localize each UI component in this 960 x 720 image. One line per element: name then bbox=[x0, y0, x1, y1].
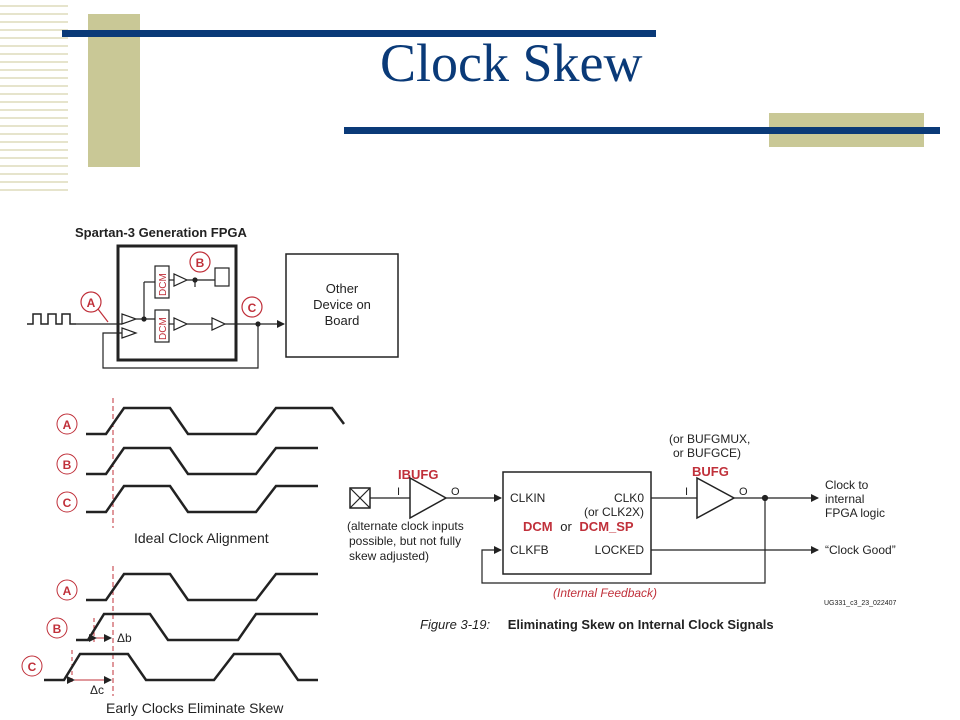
early-row-c-circle bbox=[21, 655, 43, 677]
node-c-label: C bbox=[248, 301, 257, 315]
dcm-locked: LOCKED bbox=[595, 543, 645, 557]
top-rule bbox=[62, 30, 656, 37]
ideal-caption: Ideal Clock Alignment bbox=[134, 530, 269, 546]
alt-inputs-line-1: (alternate clock inputs bbox=[347, 519, 464, 533]
input-buffer-bottom-icon bbox=[121, 327, 138, 339]
other-device-line-3: Board bbox=[325, 313, 360, 328]
dcm-title: DCM or DCM_SP bbox=[523, 519, 634, 534]
other-device-box bbox=[285, 253, 399, 358]
slide-decoration bbox=[0, 5, 940, 191]
node-b-circle bbox=[189, 251, 211, 273]
dcm-title-dcm-sp: DCM_SP bbox=[579, 519, 634, 534]
node-b-label: B bbox=[196, 256, 205, 270]
timing-ideal: A B C Ideal Clock Alignment bbox=[56, 398, 345, 546]
bufg-pin-o: O bbox=[739, 486, 748, 498]
early-waveform-b bbox=[76, 612, 318, 642]
bufg-alt-line-1: (or BUFGMUX, bbox=[669, 432, 750, 446]
dcm-upper-buffer-icon bbox=[173, 273, 189, 287]
ideal-waveform-b bbox=[86, 446, 318, 476]
node-c-circle bbox=[241, 296, 263, 318]
dcm-clkin: CLKIN bbox=[510, 491, 545, 505]
dcm-title-dcm: DCM bbox=[523, 519, 553, 534]
timing-early: A B Δb C Δc Early Clocks Eliminate Skew bbox=[21, 566, 318, 716]
ideal-row-b-label: B bbox=[63, 458, 72, 472]
bufg-buffer-icon bbox=[696, 476, 736, 520]
early-row-a-circle bbox=[56, 579, 78, 601]
node-a-pointer bbox=[97, 308, 109, 323]
ideal-waveform-c bbox=[86, 484, 318, 514]
flip-flop-b bbox=[214, 267, 230, 287]
alt-inputs-line-2: possible, but not fully bbox=[349, 534, 461, 548]
node-a-circle bbox=[80, 291, 102, 313]
internal-feedback-label: (Internal Feedback) bbox=[553, 586, 657, 600]
clock-out-line-1: Clock to bbox=[825, 478, 869, 492]
early-waveform-a bbox=[86, 572, 318, 602]
delta-c-label: Δc bbox=[90, 683, 104, 697]
ideal-waveform-a bbox=[86, 406, 345, 436]
clock-out-line-2: internal bbox=[825, 492, 864, 506]
early-caption: Early Clocks Eliminate Skew bbox=[106, 700, 284, 716]
ideal-row-c-circle bbox=[56, 491, 78, 513]
input-buffer-top-icon bbox=[121, 313, 138, 325]
fpga-block-diagram: Spartan-3 Generation FPGA A DCM bbox=[27, 225, 399, 369]
figure-caption: Figure 3-19: Eliminating Skew on Interna… bbox=[420, 617, 774, 632]
ideal-row-b-circle bbox=[56, 453, 78, 475]
dcm-lower-label: DCM bbox=[158, 317, 169, 340]
other-device-line-1: Other bbox=[326, 281, 359, 296]
ideal-row-c-label: C bbox=[63, 496, 72, 510]
striped-corner-pattern bbox=[0, 5, 68, 191]
accent-block-left bbox=[88, 14, 140, 167]
dcm-block bbox=[502, 471, 652, 575]
delta-b-label: Δb bbox=[117, 631, 132, 645]
ideal-row-a-label: A bbox=[63, 418, 72, 432]
output-buffer-icon bbox=[211, 317, 227, 331]
slide-title: Clock Skew bbox=[380, 33, 643, 93]
dcm-upper-label: DCM bbox=[158, 273, 169, 296]
bufg-label: BUFG bbox=[692, 464, 729, 479]
early-waveform-c bbox=[44, 652, 318, 682]
fpga-boundary bbox=[116, 244, 238, 362]
alt-inputs-line-3: skew adjusted) bbox=[349, 549, 429, 563]
dcm-clk0: CLK0 bbox=[614, 491, 644, 505]
bufg-alt-line-2: or BUFGCE) bbox=[673, 446, 741, 460]
dcm-title-or: or bbox=[560, 519, 572, 534]
early-row-b-circle bbox=[46, 617, 68, 639]
ibufg-pin-i: I bbox=[397, 486, 400, 498]
dcm-lower-buffer-icon bbox=[173, 317, 189, 331]
bottom-rule bbox=[344, 127, 940, 134]
dcm-upper-box bbox=[154, 265, 170, 299]
clock-out-line-3: FPGA logic bbox=[825, 506, 885, 520]
dcm-clkfb: CLKFB bbox=[510, 543, 549, 557]
dcm-clk2x: (or CLK2X) bbox=[584, 505, 644, 519]
figure-title: Eliminating Skew on Internal Clock Signa… bbox=[508, 617, 774, 632]
ibufg-buffer-icon bbox=[409, 476, 448, 520]
dcm-lower-box bbox=[154, 309, 170, 343]
dcm-figure: (alternate clock inputs possible, but no… bbox=[347, 432, 897, 632]
internal-feedback-wire bbox=[481, 498, 766, 584]
ibufg-label: IBUFG bbox=[398, 467, 438, 482]
early-row-b-label: B bbox=[53, 622, 62, 636]
board-feedback-wire bbox=[102, 324, 259, 369]
early-row-a-label: A bbox=[63, 584, 72, 598]
ideal-row-a-circle bbox=[56, 413, 78, 435]
ibufg-pin-o: O bbox=[451, 486, 460, 498]
node-a-label: A bbox=[87, 296, 96, 310]
early-row-c-label: C bbox=[28, 660, 37, 674]
other-device-line-2: Device on bbox=[313, 297, 371, 312]
fpga-heading: Spartan-3 Generation FPGA bbox=[75, 225, 248, 240]
bufg-pin-i: I bbox=[685, 486, 688, 498]
part-code: UG331_c3_23_022407 bbox=[824, 600, 897, 607]
figure-number: Figure 3-19: bbox=[420, 617, 490, 632]
input-clock-waveform bbox=[27, 313, 76, 325]
clock-good-label: “Clock Good” bbox=[825, 543, 896, 557]
